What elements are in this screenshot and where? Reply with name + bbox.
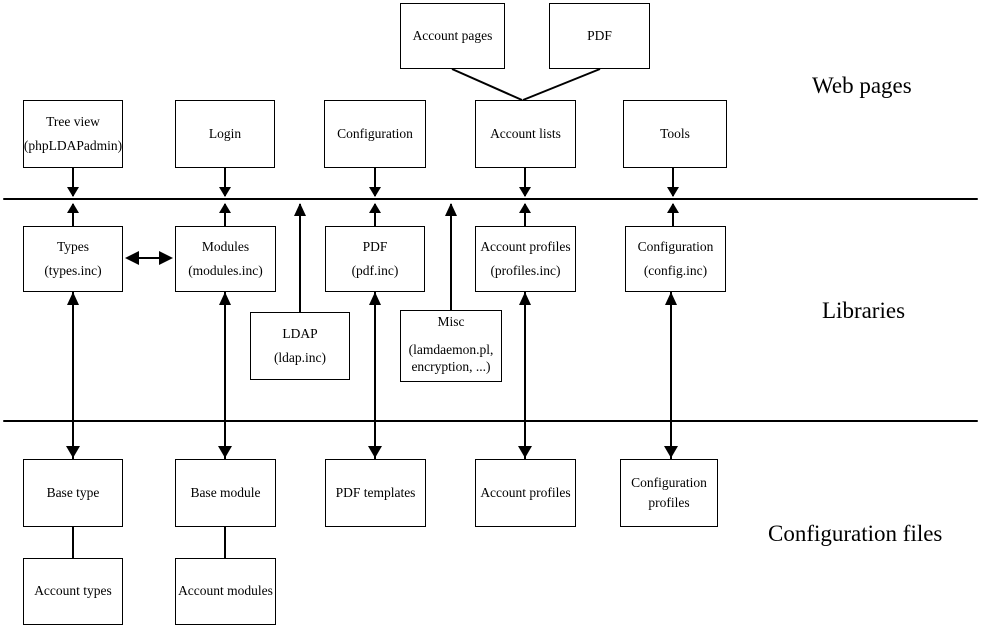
box-label: Types — [56, 239, 90, 255]
box-configuration-profiles: Configuration profiles — [620, 459, 718, 527]
box-label: Modules — [201, 239, 250, 255]
box-label: Misc — [437, 314, 465, 329]
connector-account-pages-pdf-to-account-lists — [451, 68, 601, 101]
connector-login-modules — [219, 168, 231, 226]
box-label: Configuration — [631, 475, 707, 491]
box-label: Account lists — [490, 125, 561, 141]
box-label: Configuration — [637, 239, 714, 255]
box-label: Account pages — [412, 27, 493, 43]
box-label: Account types — [34, 583, 112, 599]
box-label: Tree view — [46, 113, 100, 129]
connector-configuration-configuration-profiles — [664, 292, 678, 459]
box-label: Account profiles — [480, 239, 571, 255]
box-modules-lib: Modules (modules.inc) — [175, 226, 276, 292]
box-sublabel: (lamdaemon.pl, encryption, ...) — [409, 341, 494, 376]
box-configuration-lib: Configuration (config.inc) — [625, 226, 726, 292]
box-account-pages: Account pages — [400, 3, 505, 69]
box-label: PDF templates — [335, 484, 416, 500]
box-label: Account modules — [178, 583, 273, 599]
connector-pdf-pdf-templates — [368, 292, 382, 459]
box-sublabel: (profiles.inc) — [490, 262, 561, 278]
box-label: Account profiles — [480, 484, 571, 500]
box-ldap-lib: LDAP (ldap.inc) — [250, 312, 350, 380]
box-pdf-page: PDF — [549, 3, 650, 69]
box-tools: Tools — [623, 100, 727, 168]
box-base-module: Base module — [175, 459, 276, 527]
connector-configuration-pdf — [369, 168, 381, 226]
connector-ldap-bus — [294, 203, 306, 312]
box-label: Configuration — [337, 125, 413, 141]
section-label-web-pages: Web pages — [812, 73, 912, 98]
box-pdf-lib: PDF (pdf.inc) — [325, 226, 425, 292]
connector-tree-view-types — [67, 168, 79, 226]
box-login: Login — [175, 100, 275, 168]
section-label-configuration-files: Configuration files — [768, 521, 943, 546]
box-account-lists: Account lists — [475, 100, 576, 168]
box-configuration-page: Configuration — [324, 100, 426, 168]
connector-types-base-type — [66, 292, 80, 459]
box-tree-view: Tree view (phpLDAPadmin) — [23, 100, 123, 168]
box-account-types: Account types — [23, 558, 123, 625]
box-account-profiles-file: Account profiles — [475, 459, 576, 527]
box-label: Tools — [660, 125, 690, 141]
box-pdf-templates: PDF templates — [325, 459, 426, 527]
box-sublabel-line: encryption, ...) — [411, 359, 491, 375]
section-label-libraries: Libraries — [822, 298, 906, 323]
box-account-profiles-lib: Account profiles (profiles.inc) — [475, 226, 576, 292]
connector-account-profiles-account-profiles — [518, 292, 532, 459]
box-base-type: Base type — [23, 459, 123, 527]
box-label: Base module — [190, 484, 261, 500]
box-sublabel-line: (lamdaemon.pl, — [408, 341, 494, 357]
box-label: PDF — [362, 239, 388, 255]
box-misc-lib: Misc (lamdaemon.pl, encryption, ...) — [400, 310, 502, 382]
connector-types-modules — [125, 251, 173, 265]
box-label: Login — [208, 125, 242, 141]
connector-misc-bus — [445, 203, 457, 310]
box-label: profiles — [648, 495, 690, 510]
box-label: PDF — [587, 27, 612, 43]
box-account-modules: Account modules — [175, 558, 276, 625]
connector-account-lists-account-profiles — [519, 168, 531, 226]
connector-modules-base-module — [218, 292, 232, 459]
box-sublabel: (types.inc) — [44, 262, 102, 278]
box-sublabel: (pdf.inc) — [351, 262, 399, 278]
box-sublabel: (ldap.inc) — [273, 349, 327, 365]
box-label: LDAP — [282, 325, 318, 341]
connector-tools-configuration — [667, 168, 679, 226]
box-sublabel: (config.inc) — [643, 262, 708, 278]
box-types-lib: Types (types.inc) — [23, 226, 123, 292]
box-sublabel: (modules.inc) — [188, 262, 263, 278]
box-label: Base type — [46, 484, 100, 500]
box-sublabel: (phpLDAPadmin) — [23, 137, 123, 153]
